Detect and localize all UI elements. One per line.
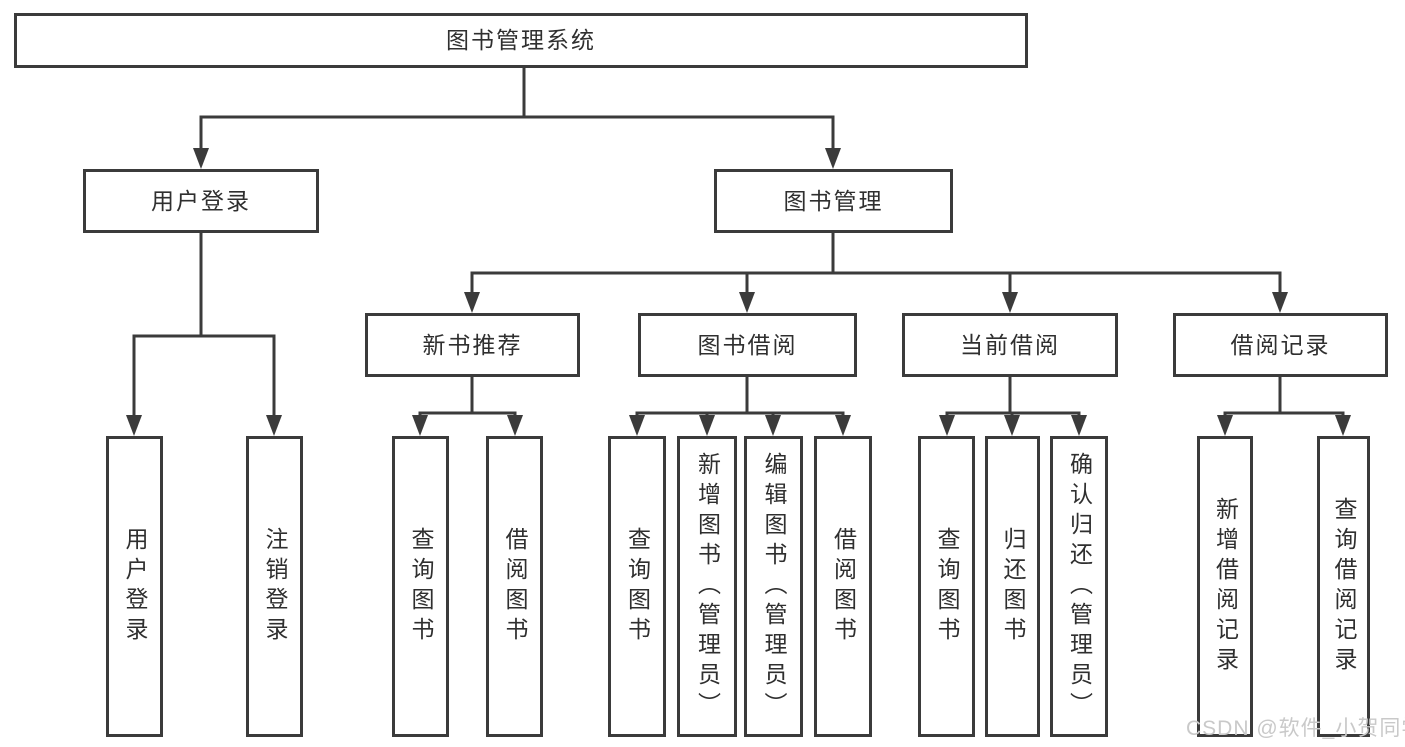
leaf-user-login-label: 用户登录	[122, 526, 148, 647]
node-book-management-label: 图书管理	[783, 187, 884, 214]
node-user-login: 用户登录	[83, 169, 319, 233]
leaf-cb-confirm-return-admin-label: 确认归还（管理员）	[1066, 451, 1093, 722]
csdn-watermark: CSDN @软件_小贺同学	[1186, 717, 1405, 740]
leaf-bb-query-books: 查询图书	[608, 436, 666, 737]
leaf-bb-borrow-books-label: 借阅图书	[830, 526, 857, 647]
connector-book-management-children	[464, 231, 1288, 313]
node-book-borrowing-label: 图书借阅	[697, 331, 798, 358]
node-book-borrowing: 图书借阅	[638, 313, 857, 377]
leaf-bb-query-books-label: 查询图书	[624, 526, 651, 647]
node-borrow-records-label: 借阅记录	[1230, 331, 1331, 358]
leaf-cb-return-books: 归还图书	[985, 436, 1040, 737]
node-current-borrowing-label: 当前借阅	[960, 331, 1060, 358]
leaf-br-add-record-label: 新增借阅记录	[1212, 496, 1239, 677]
connector-current-borrow-children	[939, 375, 1087, 436]
connector-book-borrow-children	[629, 375, 851, 436]
leaf-nb-query-books: 查询图书	[392, 436, 449, 737]
leaf-cb-return-books-label: 归还图书	[1000, 526, 1026, 647]
leaf-nb-borrow-books: 借阅图书	[486, 436, 543, 737]
node-book-management: 图书管理	[714, 169, 953, 233]
connector-new-book-children	[412, 375, 523, 436]
leaf-bb-borrow-books: 借阅图书	[814, 436, 872, 737]
leaf-bb-edit-books-admin: 编辑图书（管理员）	[744, 436, 803, 737]
leaf-br-add-record: 新增借阅记录	[1197, 436, 1253, 737]
node-borrow-records: 借阅记录	[1173, 313, 1388, 377]
leaf-nb-borrow-books-label: 借阅图书	[502, 526, 528, 647]
leaf-logout-login-label: 注销登录	[262, 526, 288, 647]
leaf-br-query-record: 查询借阅记录	[1317, 436, 1370, 737]
leaf-br-query-record-label: 查询借阅记录	[1331, 496, 1357, 677]
leaf-logout-login: 注销登录	[246, 436, 303, 737]
node-new-book-recommend-label: 新书推荐	[422, 331, 523, 358]
leaf-bb-add-books-admin-label: 新增图书（管理员）	[694, 451, 721, 722]
leaf-cb-query-books: 查询图书	[918, 436, 975, 737]
leaf-nb-query-books-label: 查询图书	[408, 526, 434, 647]
leaf-cb-query-books-label: 查询图书	[934, 526, 960, 647]
node-user-login-label: 用户登录	[151, 187, 251, 214]
connector-borrow-records-children	[1217, 375, 1351, 436]
node-new-book-recommend: 新书推荐	[365, 313, 580, 377]
leaf-bb-add-books-admin: 新增图书（管理员）	[677, 436, 737, 737]
node-root-label: 图书管理系统	[446, 27, 596, 53]
node-root: 图书管理系统	[14, 13, 1028, 68]
leaf-bb-edit-books-admin-label: 编辑图书（管理员）	[761, 451, 787, 722]
connector-user-login-children	[126, 231, 282, 436]
node-current-borrowing: 当前借阅	[902, 313, 1118, 377]
leaf-user-login: 用户登录	[106, 436, 163, 737]
leaf-cb-confirm-return-admin: 确认归还（管理员）	[1050, 436, 1108, 737]
connector-root-to-level2	[193, 66, 841, 169]
